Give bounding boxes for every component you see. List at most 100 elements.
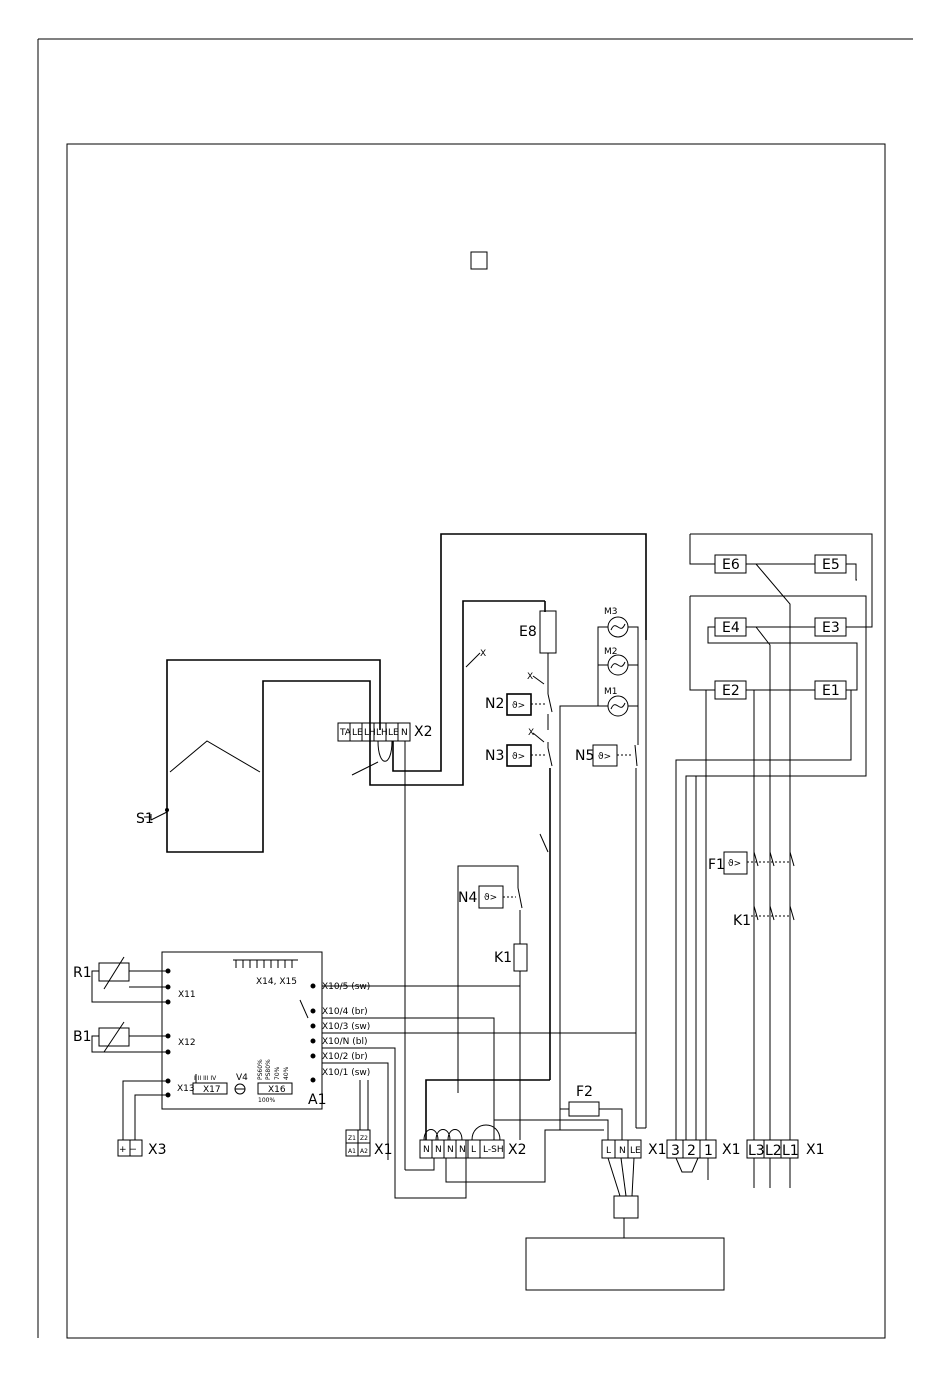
r1-label: R1 bbox=[73, 965, 92, 981]
b1-label: B1 bbox=[73, 1029, 92, 1045]
ps60-label: PS60% bbox=[257, 1059, 264, 1080]
x-marker-c-tick bbox=[532, 732, 545, 743]
heater-bank-wiring bbox=[675, 533, 873, 1140]
x14-x15-connector bbox=[233, 959, 298, 968]
x11-label: X11 bbox=[178, 990, 196, 1000]
x2-top-label: X2 bbox=[414, 724, 433, 740]
wire-tick bbox=[539, 833, 549, 853]
n3-label: N3 bbox=[485, 748, 504, 764]
b1-sensor bbox=[98, 1027, 130, 1047]
motor-m3 bbox=[607, 616, 629, 638]
n4-symbol: ϑ> bbox=[484, 893, 497, 903]
x2-bottom-jumpers bbox=[405, 1124, 604, 1183]
x10-relay-contact bbox=[299, 999, 309, 1019]
f2-label: F2 bbox=[576, 1084, 593, 1100]
p40-label: 40% bbox=[283, 1066, 290, 1080]
f1-symbol: ϑ> bbox=[728, 859, 741, 869]
diagram-frame bbox=[66, 143, 886, 1339]
k1-contacts bbox=[751, 905, 795, 921]
e1-label: E1 bbox=[822, 683, 840, 699]
n2-label: N2 bbox=[485, 696, 504, 712]
x2-top-terminal: LE bbox=[352, 728, 363, 738]
e6-label: E6 bbox=[722, 557, 740, 573]
x-marker-b-tick bbox=[532, 675, 545, 685]
e5-heater bbox=[814, 554, 847, 574]
e4-label: E4 bbox=[722, 620, 740, 636]
x10-1-label: X10/1 (sw) bbox=[322, 1068, 370, 1078]
r1-sensor bbox=[98, 962, 130, 982]
x17-label: X17 bbox=[203, 1085, 221, 1095]
a1-term-label: A1 bbox=[348, 1148, 356, 1155]
a1-control-board bbox=[161, 951, 323, 1110]
r1-wiring bbox=[91, 970, 166, 1003]
b1-wiring bbox=[91, 1035, 166, 1053]
x2-top-terminal: N bbox=[401, 728, 408, 738]
x3-label: X3 bbox=[148, 1142, 167, 1158]
x10-pins bbox=[165, 968, 316, 1098]
n5-contact bbox=[617, 744, 638, 1128]
x2-bottom-label: X2 bbox=[508, 1142, 527, 1158]
x1-l-terminal-strip bbox=[746, 1139, 799, 1188]
e2-label: E2 bbox=[722, 683, 740, 699]
x10-2-label: X10/2 (br) bbox=[322, 1052, 368, 1062]
x2-bottom-terminal: L-SH bbox=[483, 1145, 504, 1155]
x-marker-b: X bbox=[527, 672, 533, 682]
f1-contacts bbox=[747, 851, 795, 867]
mains-cable bbox=[607, 1157, 639, 1238]
x-marker-a-tick bbox=[465, 652, 481, 668]
s1-switch bbox=[144, 808, 169, 821]
e3-heater bbox=[814, 617, 847, 637]
s1-label: S1 bbox=[136, 811, 154, 827]
p70-label: 70% bbox=[274, 1066, 281, 1080]
x2-bottom-terminal: N bbox=[447, 1145, 454, 1155]
x2-top-terminal-strip: TA LE LH LH LE N bbox=[337, 722, 411, 742]
f2-fuse bbox=[568, 1101, 600, 1117]
motor-m1 bbox=[607, 695, 629, 717]
x10-n-label: X10/N (bl) bbox=[322, 1037, 367, 1047]
x1-l-terminal: L2 bbox=[765, 1143, 782, 1159]
n5-symbol: ϑ> bbox=[598, 752, 611, 762]
small-square-marker bbox=[470, 251, 488, 270]
k1-contactor-label: K1 bbox=[733, 913, 751, 929]
e5-label: E5 bbox=[822, 557, 840, 573]
x3-symbol: + − bbox=[119, 1145, 137, 1155]
m1-label: M1 bbox=[604, 687, 618, 697]
f2-wiring bbox=[494, 1108, 623, 1140]
x17-connector bbox=[192, 1082, 228, 1095]
supply-box bbox=[525, 1237, 725, 1291]
e2-heater bbox=[714, 680, 747, 700]
x10-4-label: X10/4 (br) bbox=[322, 1007, 368, 1017]
motor-m2 bbox=[607, 654, 629, 676]
n3-symbol: ϑ> bbox=[512, 752, 525, 762]
x1-l-terminal: L1 bbox=[782, 1143, 799, 1159]
x13-label: X13 bbox=[177, 1084, 195, 1094]
n2-contact bbox=[531, 684, 553, 730]
a2-term-label: A2 bbox=[360, 1148, 368, 1155]
n5-label: N5 bbox=[575, 748, 594, 764]
x1-a-label: X1 bbox=[374, 1142, 393, 1158]
x1-main-terminal: L bbox=[606, 1146, 611, 1156]
x2-top-terminal: TA bbox=[339, 728, 352, 738]
storage-tank bbox=[166, 600, 545, 853]
thick-wires-upper bbox=[392, 533, 647, 772]
x1-321-terminal: 2 bbox=[687, 1143, 696, 1159]
e3-label: E3 bbox=[822, 620, 840, 636]
x2-bottom-terminal: N bbox=[459, 1145, 466, 1155]
p100-label: 100% bbox=[258, 1097, 275, 1104]
e1-heater bbox=[814, 680, 847, 700]
x1-a1a2-block bbox=[345, 1129, 371, 1157]
b1-arrow bbox=[103, 1021, 125, 1053]
x2-bottom-terminal: N bbox=[435, 1145, 442, 1155]
m3-label: M3 bbox=[604, 607, 618, 617]
a1-label: A1 bbox=[308, 1092, 326, 1108]
x1-321-terminal-strip bbox=[666, 1139, 717, 1180]
z2-label: Z2 bbox=[360, 1135, 368, 1142]
x2-loop bbox=[351, 740, 406, 1170]
r1-arrow bbox=[103, 956, 125, 990]
x1-c-label: X1 bbox=[722, 1142, 741, 1158]
x1-321-terminal: 3 bbox=[671, 1143, 680, 1159]
x16-label: X16 bbox=[268, 1085, 286, 1095]
motor-wiring bbox=[559, 626, 639, 1130]
n4-contact bbox=[457, 865, 523, 1093]
